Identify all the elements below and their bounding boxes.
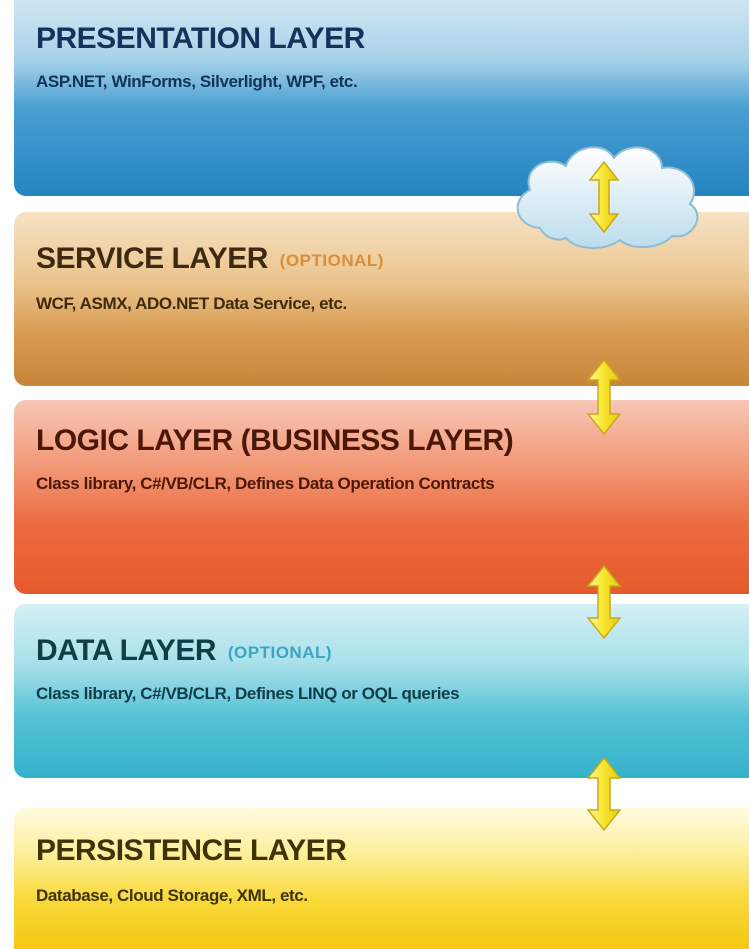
service-layer-optional-tag: (OPTIONAL): [279, 251, 384, 270]
service-layer: SERVICE LAYER (OPTIONAL) WCF, ASMX, ADO.…: [14, 212, 749, 386]
data-layer-description: Class library, C#/VB/CLR, Defines LINQ o…: [36, 684, 460, 703]
presentation-layer-title: PRESENTATION LAYER: [36, 22, 365, 56]
logic-layer-title: LOGIC LAYER (BUSINESS LAYER): [36, 424, 514, 458]
data-layer: DATA LAYER (OPTIONAL) Class library, C#/…: [14, 604, 749, 778]
logic-layer-description: Class library, C#/VB/CLR, Defines Data O…: [36, 474, 495, 493]
data-layer-title-text: DATA LAYER: [36, 634, 217, 667]
persistence-layer-title-text: PERSISTENCE LAYER: [36, 834, 347, 867]
service-layer-title-text: SERVICE LAYER: [36, 242, 268, 275]
logic-layer: LOGIC LAYER (BUSINESS LAYER) Class libra…: [14, 400, 749, 594]
persistence-layer-title: PERSISTENCE LAYER: [36, 834, 347, 868]
persistence-layer: PERSISTENCE LAYER Database, Cloud Storag…: [14, 808, 749, 949]
presentation-layer-description: ASP.NET, WinForms, Silverlight, WPF, etc…: [36, 72, 358, 91]
data-layer-optional-tag: (OPTIONAL): [227, 643, 333, 662]
data-layer-title: DATA LAYER (OPTIONAL): [36, 634, 332, 668]
persistence-layer-description: Database, Cloud Storage, XML, etc.: [36, 886, 308, 905]
presentation-layer-title-text: PRESENTATION LAYER: [36, 22, 365, 55]
presentation-layer: PRESENTATION LAYER ASP.NET, WinForms, Si…: [14, 0, 749, 196]
service-layer-title: SERVICE LAYER (OPTIONAL): [36, 242, 384, 276]
service-layer-description: WCF, ASMX, ADO.NET Data Service, etc.: [36, 294, 347, 313]
logic-layer-title-text: LOGIC LAYER (BUSINESS LAYER): [36, 424, 514, 457]
